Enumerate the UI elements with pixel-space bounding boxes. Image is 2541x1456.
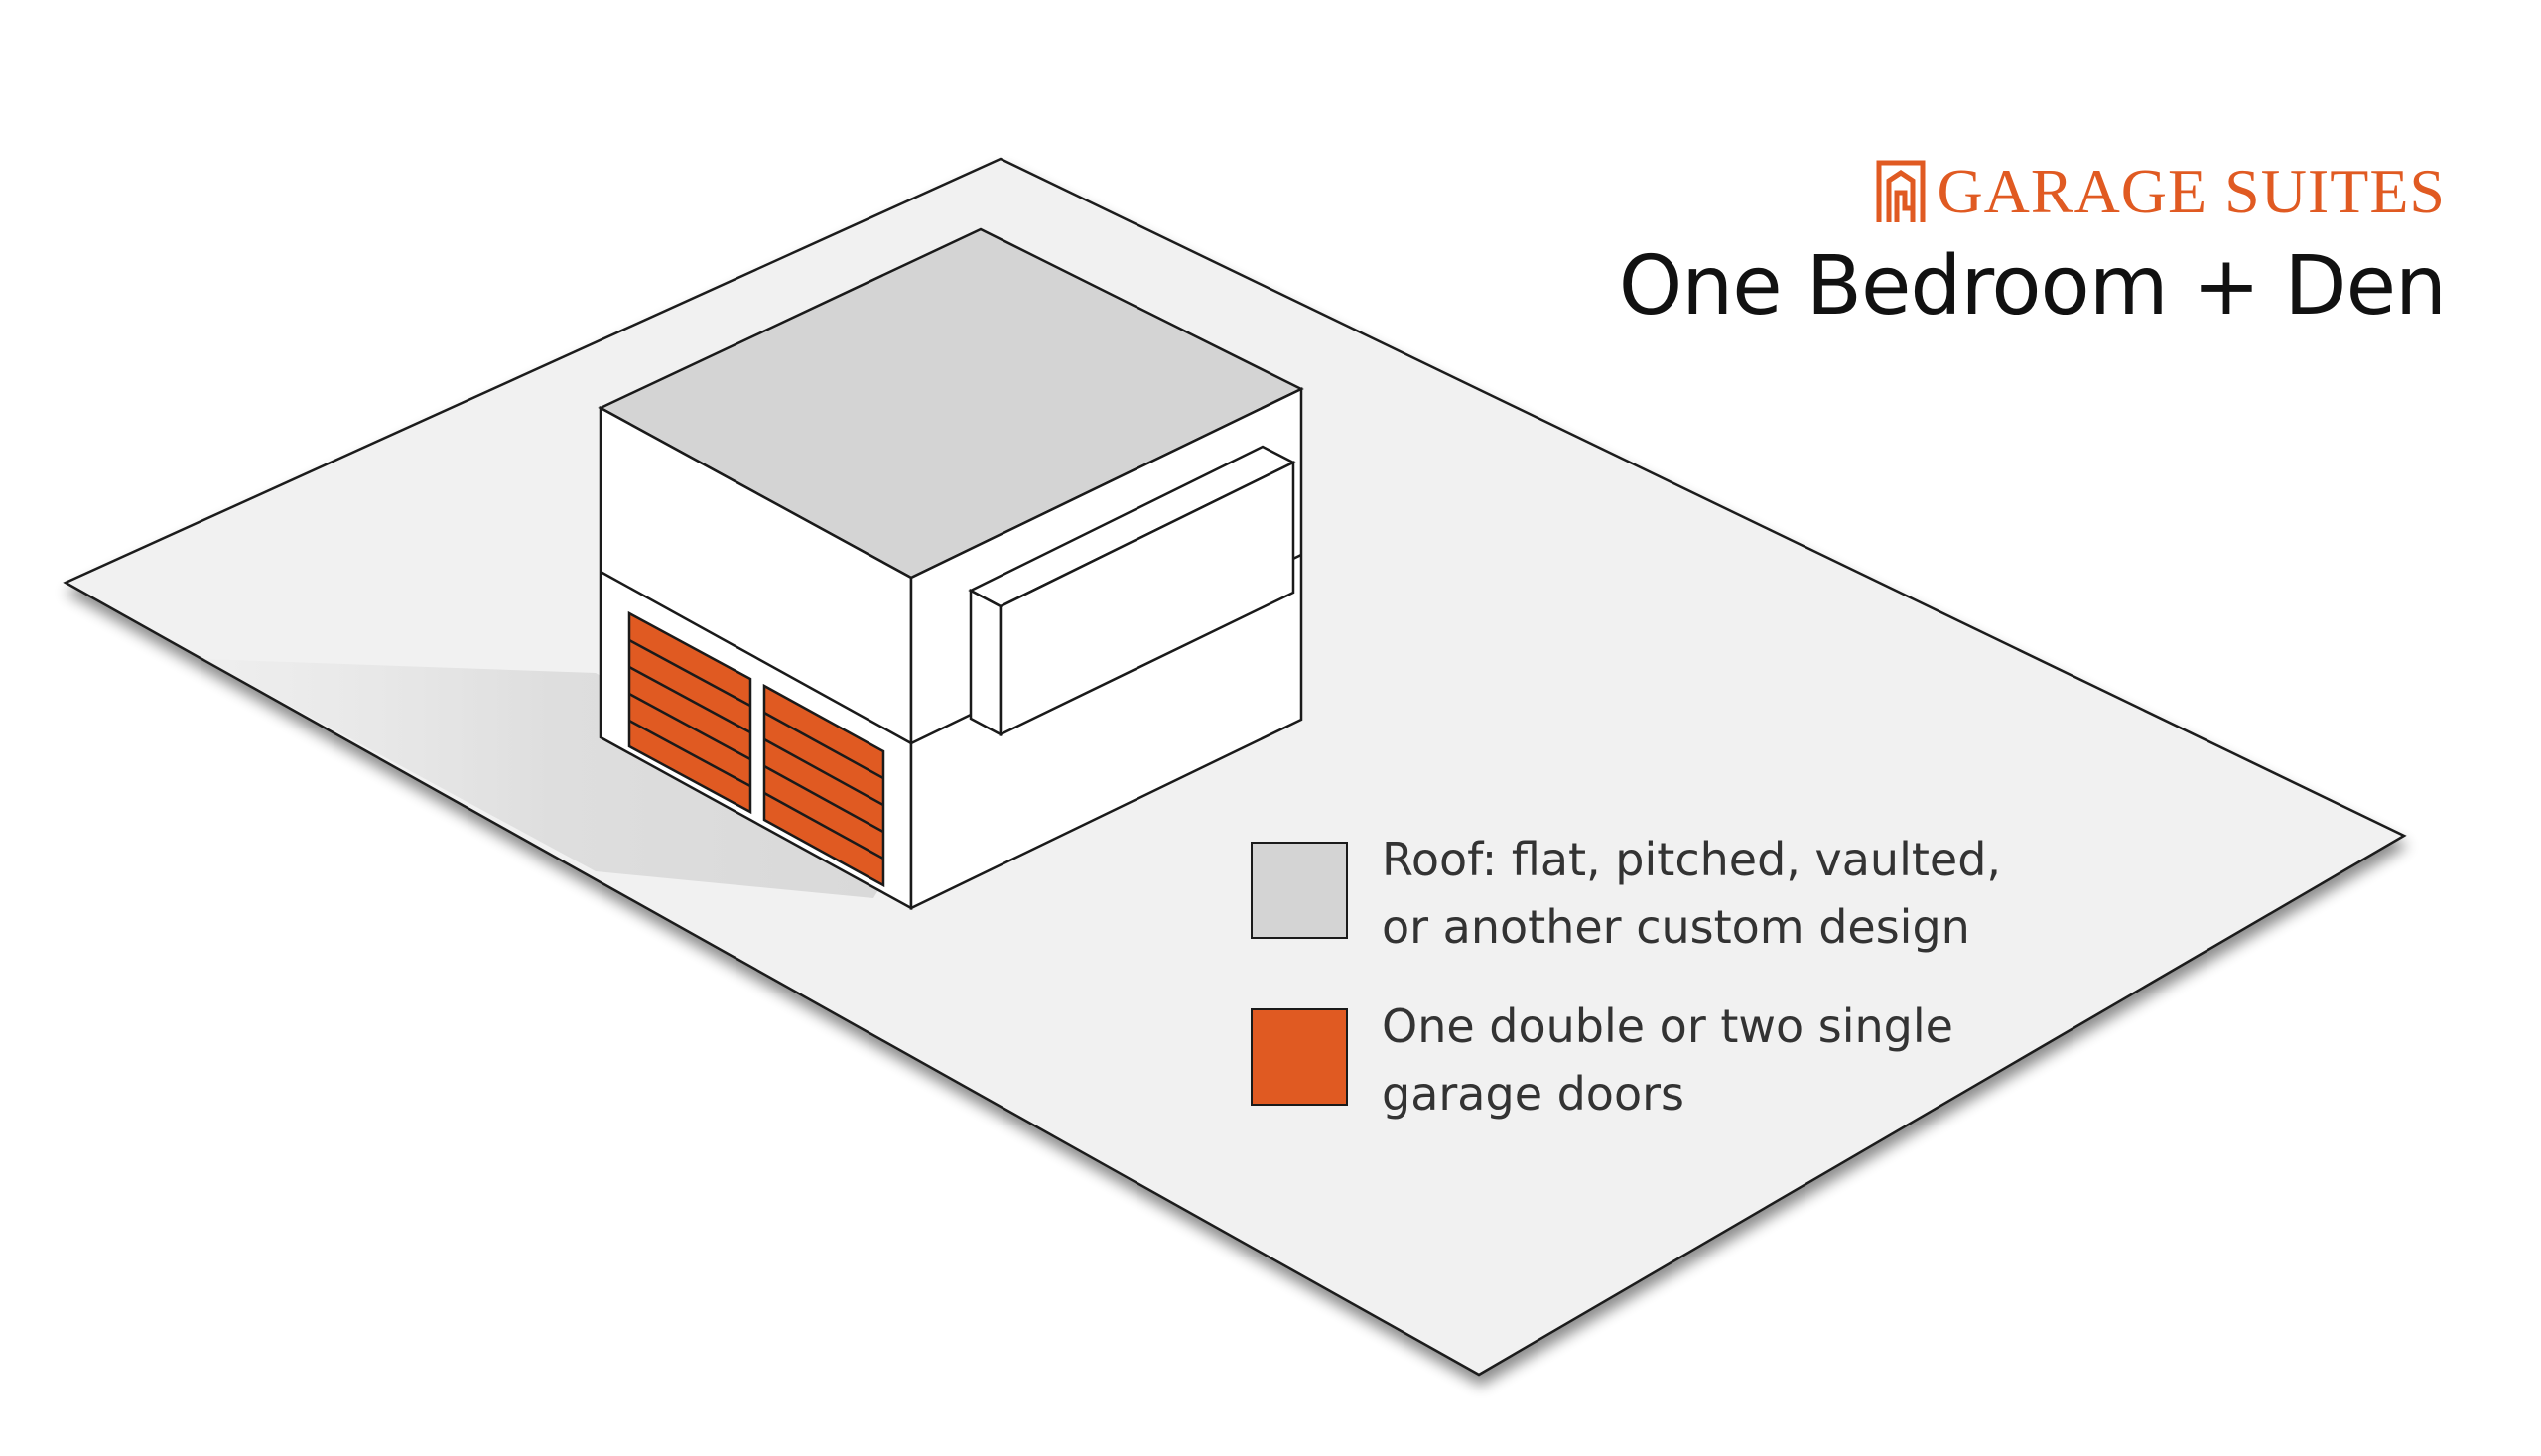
bumpout-side: [999, 460, 1295, 736]
floor-divider-front: [600, 570, 912, 745]
legend-swatch-roof: [1251, 842, 1348, 939]
bumpout-front: [969, 588, 1003, 737]
house-logo-icon: [1876, 160, 1926, 222]
legend-label-garage-doors: One double or two single garage doors: [1382, 999, 1953, 1121]
brand-name: GARAGE SUITES: [1937, 156, 2446, 226]
page-title: One Bedroom + Den: [1618, 239, 2447, 333]
legend-label-roof: Roof: flat, pitched, vaulted, or another…: [1382, 833, 2002, 954]
legend-item-garage-doors: One double or two single garage doors: [1251, 999, 1953, 1127]
brand-logo: GARAGE SUITES: [1875, 159, 2446, 224]
garage-door-right: [762, 683, 885, 888]
legend-swatch-garage-doors: [1251, 1008, 1348, 1106]
legend-item-roof: Roof: flat, pitched, vaulted, or another…: [1251, 833, 2001, 961]
building-shadow: [203, 659, 905, 898]
garage-door-left: [627, 610, 752, 815]
